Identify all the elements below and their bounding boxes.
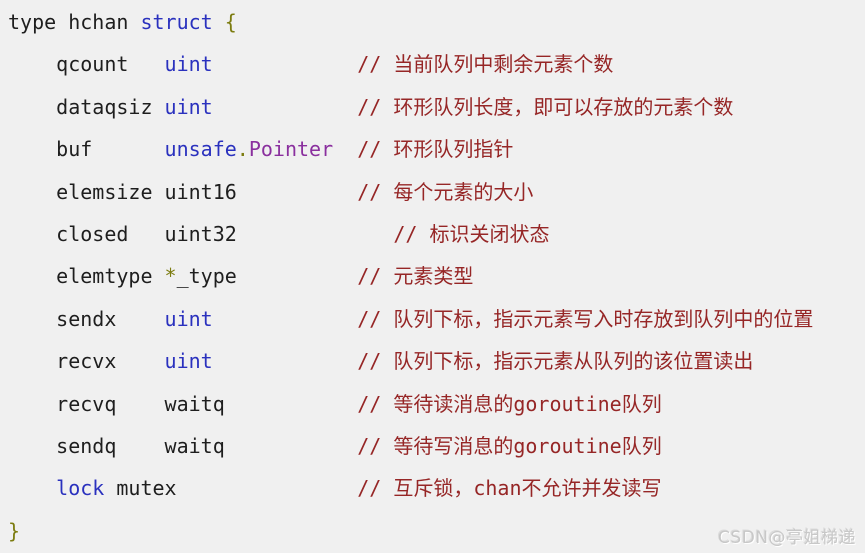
code-line: elemsize uint16 // 每个元素的大小 bbox=[8, 171, 865, 213]
code-line: recvx uint // 队列下标，指示元素从队列的该位置读出 bbox=[8, 340, 865, 382]
code-line: elemtype *_type // 元素类型 bbox=[8, 255, 865, 297]
code-token: _type bbox=[176, 264, 237, 289]
code-token: recvq waitq bbox=[8, 391, 225, 416]
comment-token: // 队列下标，指示元素写入时存放到队列中的位置 bbox=[357, 306, 814, 331]
code-token: . bbox=[236, 137, 249, 162]
code-token: unsafe bbox=[164, 137, 237, 162]
code-line: } bbox=[8, 510, 865, 552]
code-token: sendq waitq bbox=[8, 434, 225, 459]
comment-token: // 互斥锁，chan不允许并发读写 bbox=[357, 476, 662, 501]
code-token: elemtype bbox=[8, 264, 165, 289]
code-token: * bbox=[164, 264, 177, 289]
code-token bbox=[237, 180, 357, 204]
code-token bbox=[213, 52, 358, 76]
code-token bbox=[237, 264, 357, 288]
watermark: CSDN@亭姐梯递 bbox=[718, 528, 856, 548]
code-line: type hchan struct { bbox=[8, 1, 865, 43]
code-token bbox=[225, 434, 357, 458]
code-token bbox=[213, 10, 225, 34]
code-token: dataqsiz bbox=[8, 94, 165, 119]
code-line: buf unsafe.Pointer // 环形队列指针 bbox=[8, 128, 865, 170]
code-token bbox=[333, 137, 357, 161]
comment-token: // 元素类型 bbox=[357, 264, 474, 289]
code-token: elemsize uint16 bbox=[8, 179, 237, 204]
code-line: lock mutex // 互斥锁，chan不允许并发读写 bbox=[8, 467, 865, 509]
code-token: uint bbox=[164, 94, 213, 119]
code-token bbox=[213, 307, 358, 331]
code-token: uint bbox=[164, 349, 213, 374]
code-token: qcount bbox=[8, 52, 165, 77]
code-token: uint bbox=[164, 306, 213, 331]
code-token bbox=[177, 476, 358, 500]
code-token: struct bbox=[140, 10, 213, 34]
code-token bbox=[213, 349, 358, 373]
comment-token: // 等待读消息的goroutine队列 bbox=[357, 391, 662, 416]
code-token: uint bbox=[164, 52, 213, 77]
comment-token: // 标识关闭状态 bbox=[393, 222, 550, 247]
code-line: recvq waitq // 等待读消息的goroutine队列 bbox=[8, 383, 865, 425]
code-token bbox=[213, 95, 358, 119]
code-token: buf bbox=[8, 137, 165, 162]
code-token: closed uint32 bbox=[8, 222, 237, 247]
comment-token: // 队列下标，指示元素从队列的该位置读出 bbox=[357, 349, 754, 374]
code-token: mutex bbox=[104, 476, 177, 501]
code-token: Pointer bbox=[248, 137, 334, 162]
code-token bbox=[225, 392, 357, 416]
code-line: qcount uint // 当前队列中剩余元素个数 bbox=[8, 43, 865, 85]
comment-token: // 等待写消息的goroutine队列 bbox=[357, 434, 662, 459]
comment-token: // 环形队列指针 bbox=[357, 137, 514, 162]
code-token bbox=[8, 476, 56, 500]
code-token bbox=[237, 222, 394, 246]
code-token: { bbox=[224, 10, 237, 34]
comment-token: // 每个元素的大小 bbox=[357, 179, 534, 204]
code-line: sendq waitq // 等待写消息的goroutine队列 bbox=[8, 425, 865, 467]
code-token: recvx bbox=[8, 349, 165, 374]
code-token: } bbox=[8, 518, 21, 543]
code-token: type hchan bbox=[8, 10, 141, 34]
code-token: sendx bbox=[8, 306, 165, 331]
comment-token: // 环形队列长度，即可以存放的元素个数 bbox=[357, 94, 734, 119]
comment-token: // 当前队列中剩余元素个数 bbox=[357, 52, 614, 77]
code-line: sendx uint // 队列下标，指示元素写入时存放到队列中的位置 bbox=[8, 298, 865, 340]
code-line: closed uint32 // 标识关闭状态 bbox=[8, 213, 865, 255]
code-token: lock bbox=[56, 476, 105, 501]
code-line: dataqsiz uint // 环形队列长度，即可以存放的元素个数 bbox=[8, 86, 865, 128]
